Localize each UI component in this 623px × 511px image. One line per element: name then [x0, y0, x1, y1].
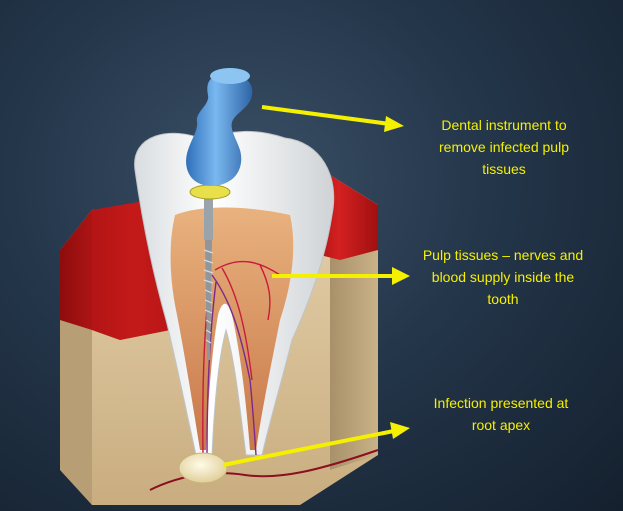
- arrow-infection: [222, 422, 410, 467]
- label-dental-instrument: Dental instrument to remove infected pul…: [424, 114, 584, 180]
- instrument-handle: [186, 73, 253, 186]
- arrow-pulp: [272, 267, 410, 285]
- label-line: remove infected pulp: [439, 139, 569, 155]
- nerves-blood-vessels: [149, 260, 379, 491]
- label-line: blood supply inside the: [431, 269, 575, 285]
- label-line: Dental instrument to: [441, 117, 567, 133]
- dental-instrument: [186, 68, 253, 360]
- label-line: Infection presented at: [433, 395, 569, 411]
- annotation-arrows: [222, 105, 410, 467]
- label-line: tooth: [487, 291, 519, 307]
- arrow-instrument: [261, 105, 404, 132]
- label-line: root apex: [471, 417, 531, 433]
- label-pulp-tissues: Pulp tissues – nerves and blood supply i…: [414, 244, 592, 310]
- abscess-infection: [178, 452, 228, 484]
- instrument-stopper-ring: [189, 184, 231, 200]
- label-line: Pulp tissues – nerves and: [422, 247, 584, 263]
- label-infection: Infection presented at root apex: [416, 392, 586, 436]
- label-line: tissues: [482, 161, 526, 177]
- pulp-chamber: [170, 207, 294, 450]
